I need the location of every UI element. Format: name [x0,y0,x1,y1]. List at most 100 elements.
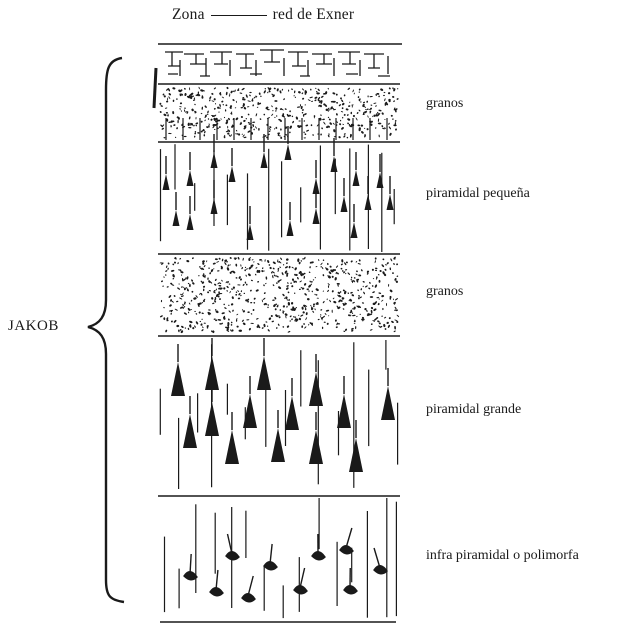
grain-dot [180,294,182,296]
grain-dot [208,123,210,125]
grain-dot [219,126,221,128]
grain-dot [344,94,346,96]
grain-dot [287,331,290,333]
grain-dot [301,325,303,328]
grain-dot [223,287,226,290]
grain-dot [327,289,330,292]
grain-dot [288,266,290,269]
grain-dot [267,304,269,306]
grain-dot [314,96,318,99]
grain-dot [315,277,317,279]
grain-dot [300,104,301,107]
grain-dot [231,324,233,326]
grain-dot [241,290,243,292]
grain-dot [208,125,210,128]
grain-dot [255,289,259,292]
grain-dot [166,112,168,114]
grain-dot [281,89,283,91]
grain-dot [307,298,310,301]
grain-dot [202,326,204,328]
grain-dot [292,306,294,308]
grain-dot [277,268,279,271]
grain-dot [190,123,191,126]
grain-dot [194,125,196,127]
grain-dot [381,264,384,268]
grain-dot [251,280,253,282]
grain-dot [383,324,386,328]
grain-dot [227,264,229,267]
grain-dot [289,131,291,133]
grain-dot [200,113,202,115]
grain-dot [329,300,332,303]
grain-dot [298,91,301,94]
grain-dot [181,286,183,288]
cell-process [248,576,253,596]
grain-dot [312,134,314,136]
grain-dot [272,284,274,286]
grain-dot [388,87,391,90]
grain-dot [192,282,195,285]
grain-dot [281,272,284,276]
grain-dot [162,285,164,287]
grain-dot [163,137,165,138]
grain-dot [363,291,366,294]
grain-dot [303,276,305,279]
grain-dot [219,104,221,107]
grain-dot [378,123,382,125]
grain-dot [313,115,315,117]
apical-dendrite [213,134,214,152]
grain-dot [296,307,297,308]
pyramid-cell [341,196,348,212]
grain-dot [320,314,321,316]
grain-dot [356,270,358,272]
grain-dot [280,137,283,140]
grain-dot [301,92,303,94]
grain-dot [189,302,191,304]
grain-dot [284,108,287,110]
grain-dot [311,124,313,126]
grain-dot [372,269,374,271]
grain-dot [242,322,246,326]
grain-dot [173,124,176,126]
grain-dot [314,294,316,296]
grain-dot [259,92,261,95]
polymorph-cell [226,552,239,560]
grain-dot [201,312,204,314]
grain-dot [215,103,216,105]
grain-dot [188,127,191,129]
grain-dot [366,128,368,130]
grain-dot [165,270,168,272]
grain-dot [245,267,247,269]
grain-dot [252,124,254,127]
grain-dot [308,99,311,101]
grain-dot [209,290,212,292]
grain-dot [389,296,391,298]
grain-dot [379,280,381,283]
grain-dot [381,315,383,317]
grain-dot [165,274,166,276]
grain-dot [368,109,370,110]
grain-dot [316,303,319,305]
grain-dot [196,125,198,127]
grain-dot [169,304,172,307]
grain-dot [351,328,354,330]
cell-process [300,568,305,588]
grain-dot [223,316,226,320]
grain-dot [221,100,224,102]
vertical-fibers [160,118,397,618]
grain-dot [329,265,332,268]
grain-dot [249,94,251,96]
grain-dot [355,273,358,275]
grain-dot [253,97,255,99]
grain-dot [209,272,211,275]
grain-dot [179,258,181,260]
grain-dot [363,106,366,109]
grain-dot [378,134,380,137]
grain-dot [160,105,163,107]
grain-dot [173,295,176,298]
grain-dot [395,120,397,122]
grain-dot [235,117,239,121]
grain-dot [370,296,373,298]
grain-dot [263,114,265,116]
grain-dot [265,321,267,323]
